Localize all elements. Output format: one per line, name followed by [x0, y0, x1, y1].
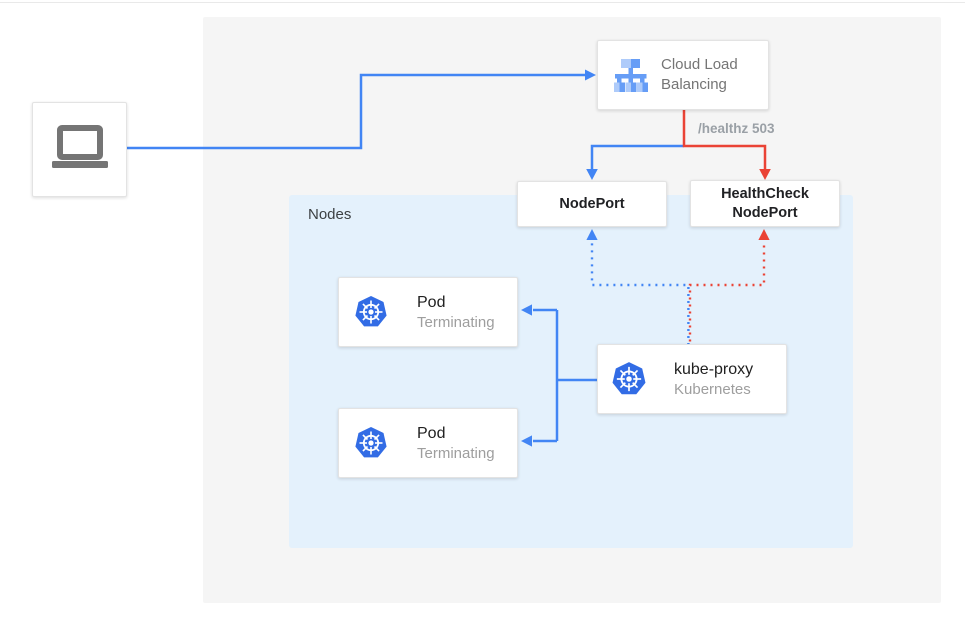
nodeport-card: NodePort [517, 181, 667, 227]
kube-proxy-card: kube-proxy Kubernetes [597, 344, 787, 414]
kube-proxy-subtitle: Kubernetes [674, 380, 751, 398]
clb-label-line1: Cloud Load [661, 56, 738, 73]
kubernetes-icon [355, 296, 387, 327]
nodes-panel-label: Nodes [308, 206, 352, 223]
kubernetes-icon [355, 427, 387, 458]
pod-title: Pod [417, 293, 446, 311]
pod-card-2: Pod Terminating [338, 408, 518, 478]
nodeport-label: NodePort [559, 196, 625, 212]
laptop-icon [51, 124, 108, 168]
healthcheck-label-line1: HealthCheck [721, 185, 809, 202]
kubernetes-icon [612, 362, 646, 395]
pod-title: Pod [417, 424, 446, 442]
client-laptop-card [32, 102, 127, 197]
kube-proxy-title: kube-proxy [674, 360, 754, 378]
top-divider [0, 2, 965, 3]
cloud-load-balancing-card: Cloud Load Balancing [597, 40, 769, 110]
healthcheck-nodeport-card: HealthCheck NodePort [690, 180, 840, 227]
pod-card-1: Pod Terminating [338, 277, 518, 347]
healthz-status-label: /healthz 503 [698, 121, 775, 136]
cloud-load-balancing-icon [614, 59, 648, 92]
pod-status: Terminating [417, 444, 495, 462]
pod-status: Terminating [417, 313, 495, 331]
clb-label-line2: Balancing [661, 76, 727, 93]
healthcheck-label-line2: NodePort [732, 204, 798, 221]
